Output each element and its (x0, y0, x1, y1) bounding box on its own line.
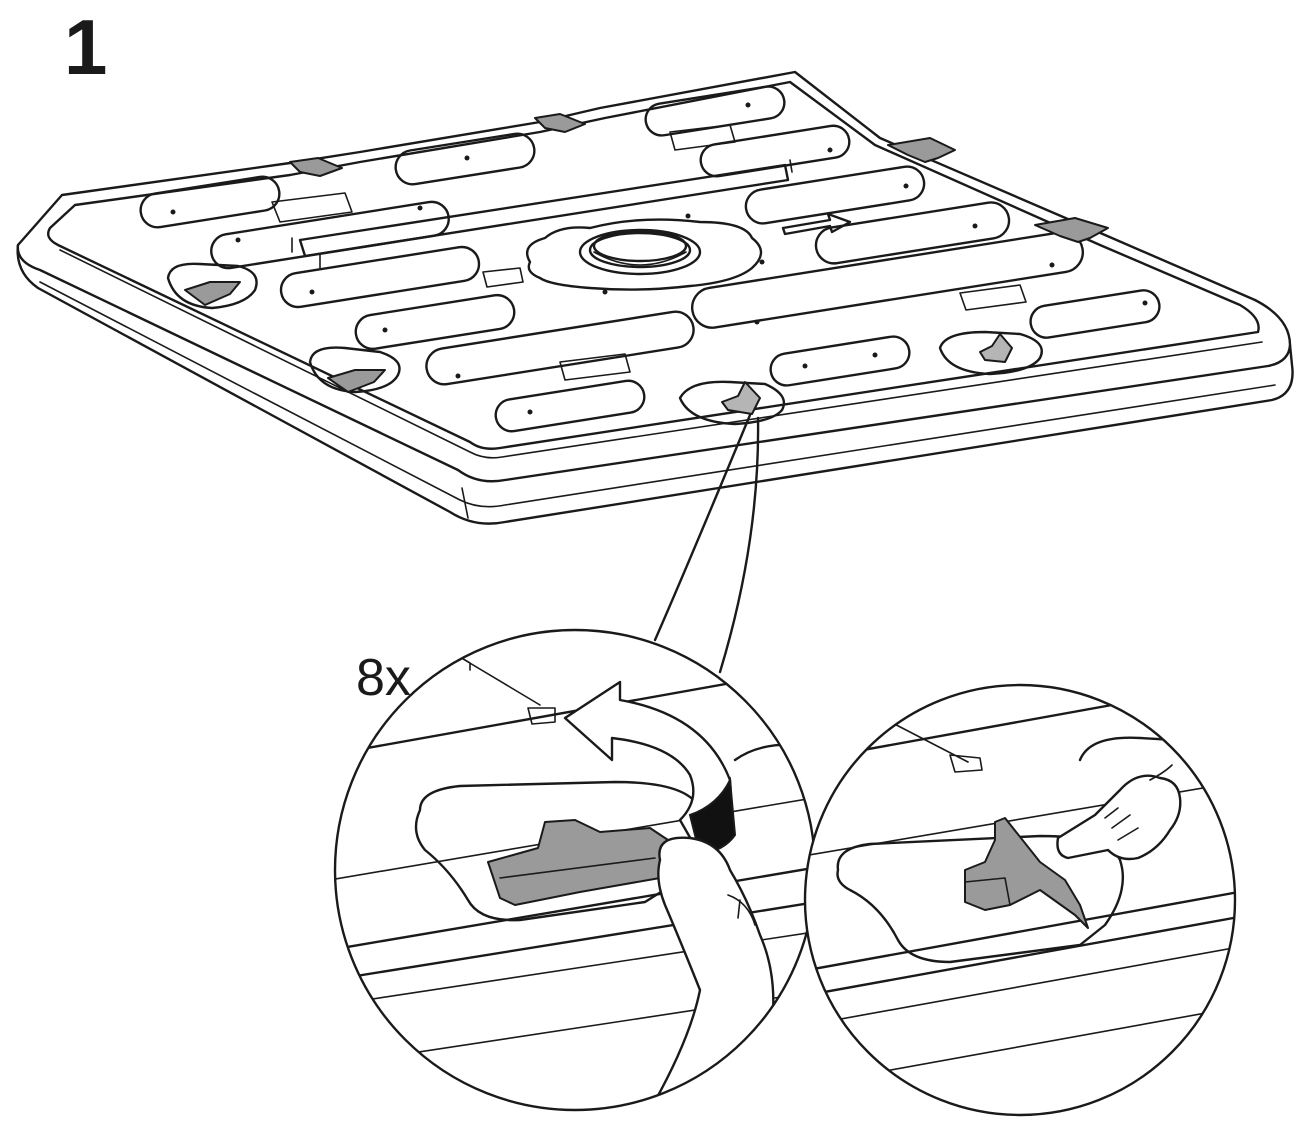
latch-press-detail (803, 683, 1237, 1117)
step-number: 1 (64, 3, 108, 91)
zoom-connector (653, 413, 760, 674)
latch-rotate-detail (333, 628, 817, 1112)
quantity-label: 8x (356, 649, 411, 707)
center-hub (525, 218, 763, 291)
pointing-hand-icon (1056, 774, 1182, 861)
plate-latches (166, 113, 1109, 426)
base-plate (16, 70, 1294, 525)
